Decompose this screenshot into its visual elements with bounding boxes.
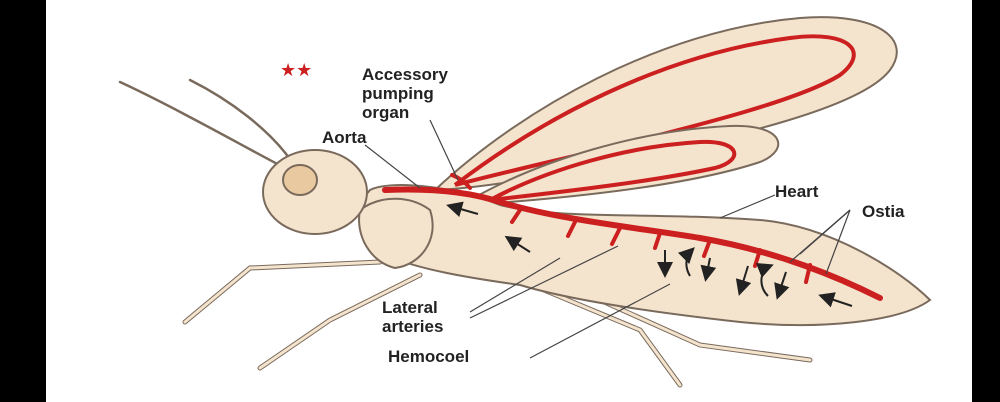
label-accessory-pumping-organ-line3: organ (362, 103, 409, 122)
head (263, 150, 367, 234)
label-accessory-pumping-organ-line1: Accessory (362, 65, 449, 84)
label-accessory-pumping-organ-line2: pumping (362, 84, 434, 103)
label-heart: Heart (775, 182, 819, 201)
diagram-panel: ★★ Accessory pumping organ Aorta Heart O… (46, 0, 972, 402)
label-lateral-arteries-line1: Lateral (382, 298, 438, 317)
left-letterbox-bar (0, 0, 46, 402)
decorative-stars: ★★ (280, 60, 312, 81)
antennae (120, 80, 292, 168)
insect-circulation-diagram: ★★ Accessory pumping organ Aorta Heart O… (46, 0, 972, 402)
right-letterbox-bar (972, 0, 1000, 402)
eye (283, 165, 317, 195)
label-lateral-arteries-line2: arteries (382, 317, 443, 336)
label-aorta: Aorta (322, 128, 367, 147)
label-hemocoel: Hemocoel (388, 347, 469, 366)
label-ostia: Ostia (862, 202, 905, 221)
